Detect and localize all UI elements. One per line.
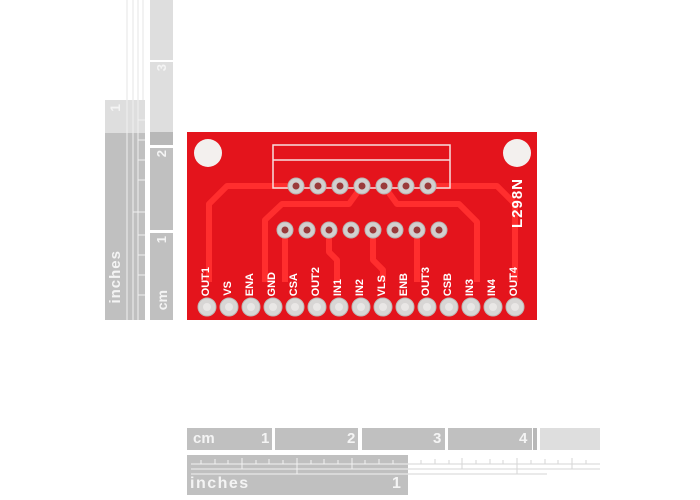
pin-label-out1: OUT1 — [200, 266, 212, 296]
pin-label-vs: VS — [222, 281, 234, 296]
vertical-inch-ruler: 1 inches — [105, 0, 145, 320]
pin-label-in1: IN1 — [332, 278, 344, 296]
mounting-hole-left — [194, 139, 222, 167]
pin-label-out2: OUT2 — [310, 266, 322, 296]
vertical-cm-tick-3: 3 — [154, 64, 169, 72]
l298n-breakout-board: L298N OUT1 VS ENA GND CSA OUT2 IN1 IN2 V… — [187, 132, 537, 320]
vertical-inch-ticks — [126, 0, 144, 100]
pin-label-enb: ENB — [398, 272, 410, 296]
pin-label-out3: OUT3 — [420, 266, 432, 296]
vertical-cm-tick-2: 2 — [154, 150, 169, 158]
pin-label-csa: CSA — [288, 272, 300, 296]
horizontal-cm-tick-3: 3 — [433, 430, 442, 447]
horizontal-inch-ruler: inches 1 — [187, 455, 600, 495]
horizontal-cm-tick-4: 4 — [519, 430, 528, 447]
horizontal-inch-ticks — [191, 458, 600, 475]
horizontal-inch-unit-label: inches — [190, 475, 250, 492]
pin-label-out4: OUT4 — [508, 266, 520, 296]
horizontal-cm-ruler: cm 1 2 3 4 — [187, 428, 600, 450]
pin-label-in3: IN3 — [464, 278, 476, 296]
horizontal-inch-tick-1: 1 — [392, 475, 401, 492]
pin-label-ena: ENA — [244, 272, 256, 296]
vertical-cm-tick-1: 1 — [154, 236, 169, 244]
header-pad-row — [197, 297, 525, 317]
vertical-inch-tick-label: 1 — [107, 104, 123, 112]
vertical-cm-ruler: 3 2 1 cm — [150, 0, 173, 320]
mounting-hole-right — [503, 139, 531, 167]
pin-label-csb: CSB — [442, 272, 454, 296]
part-number-label: L298N — [509, 178, 526, 229]
vertical-cm-unit-label: cm — [154, 290, 170, 311]
pin-label-in2: IN2 — [354, 278, 366, 296]
pin-label-vls: VLS — [376, 274, 388, 296]
pin-label-gnd: GND — [266, 271, 278, 296]
horizontal-cm-unit-label: cm — [193, 430, 215, 447]
pcb-artwork — [187, 132, 537, 320]
horizontal-cm-tick-1: 1 — [261, 430, 270, 447]
vertical-inch-unit-label: inches — [107, 250, 124, 304]
pin-label-in4: IN4 — [486, 278, 498, 296]
horizontal-cm-tick-2: 2 — [347, 430, 356, 447]
